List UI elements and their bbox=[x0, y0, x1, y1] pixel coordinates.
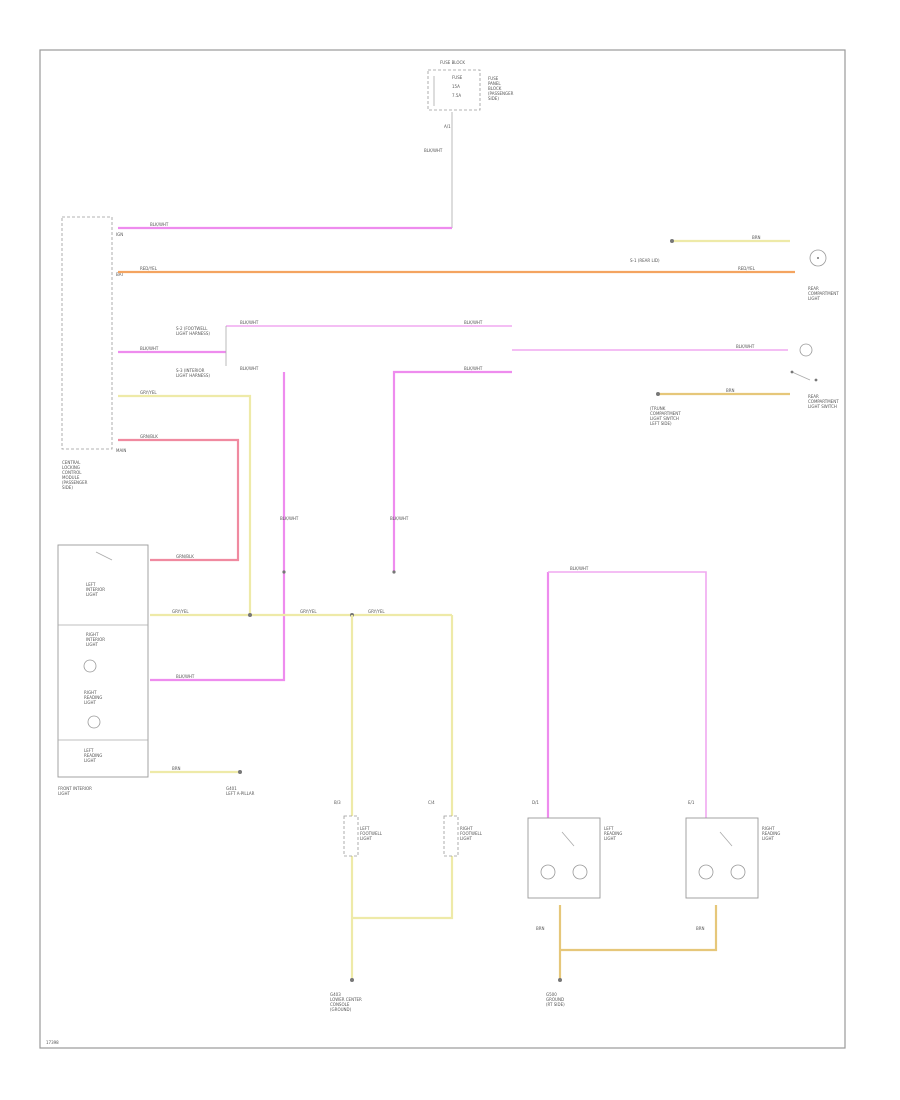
wire-code-brn-2: BRN bbox=[726, 388, 735, 393]
wire-reading-feed-2 bbox=[548, 571, 707, 818]
wire-code-pink-upper-r: BLK/WHT bbox=[464, 320, 483, 325]
wire-yellow-main bbox=[118, 394, 252, 615]
wire-code-reading: BLK/WHT bbox=[570, 566, 589, 571]
fuse-id-label: FUSE bbox=[452, 75, 463, 80]
wire-code-redpink-b: GRN/BLK bbox=[176, 554, 194, 559]
fuse-block-title: FUSE BLOCK bbox=[440, 60, 465, 65]
wire-code-fuse-feed: BLK/WHT bbox=[150, 222, 169, 227]
wire-code-vert-2: BLK/WHT bbox=[464, 366, 483, 371]
wire-code-brn-1: BRN bbox=[752, 235, 761, 240]
wire-code-vert-2b: BLK/WHT bbox=[390, 516, 409, 521]
wire-code-redpink: GRN/BLK bbox=[140, 434, 158, 439]
ground-right-pin-l: BRN bbox=[536, 926, 545, 931]
rear-lamp-2 bbox=[799, 343, 813, 357]
wire-code-bus-2: GRY/YEL bbox=[300, 609, 317, 614]
wire-code-vert-1: BLK/WHT bbox=[240, 366, 259, 371]
module-pin-bat: BAT bbox=[116, 272, 124, 277]
left-footwell-pin: B/3 bbox=[334, 800, 341, 805]
diagram-id: 17398 bbox=[46, 1040, 59, 1045]
fuse-wire-code: BLK/WHT bbox=[424, 148, 443, 153]
splice1-label: S-1 (REAR LID) bbox=[630, 258, 660, 263]
wire-code-orange: RED/YEL bbox=[140, 266, 158, 271]
wire-code-ground-front: BRN bbox=[172, 766, 181, 771]
fuse-amp-label-2: 7.5A bbox=[452, 93, 461, 98]
fuse-pin-label: A/1 bbox=[444, 124, 451, 129]
wire-code-vert-1c: BLK/WHT bbox=[176, 674, 195, 679]
wire-pink-vertical-1 bbox=[150, 372, 286, 682]
wire-footwell-right bbox=[352, 615, 454, 920]
diagram-frame bbox=[39, 49, 846, 1049]
module-pin-ign: IGN bbox=[116, 232, 123, 237]
fuse-amp-label: 15A bbox=[452, 84, 460, 89]
left-reading-pin: D/1 bbox=[532, 800, 539, 805]
wire-code-pink-upper: BLK/WHT bbox=[240, 320, 259, 325]
wire-code-vert-1b: BLK/WHT bbox=[280, 516, 299, 521]
wire-code-bus-1: GRY/YEL bbox=[172, 609, 189, 614]
right-footwell-pin: C/4 bbox=[428, 800, 435, 805]
wire-redpink bbox=[118, 438, 240, 562]
wire-code-bus-3: GRY/YEL bbox=[368, 609, 385, 614]
ground-right-pin-r: BRN bbox=[696, 926, 705, 931]
wire-reading-ground bbox=[558, 905, 718, 980]
wire-code-yellow-1: GRY/YEL bbox=[140, 390, 157, 395]
wire-code-to-lamp: BLK/WHT bbox=[736, 344, 755, 349]
wire-code-module-2: BLK/WHT bbox=[140, 346, 159, 351]
wire-pink-vertical-2 bbox=[392, 370, 512, 572]
module-pin-main: MAIN bbox=[116, 448, 126, 453]
right-reading-pin: E/1 bbox=[688, 800, 695, 805]
wire-code-orange-right: RED/YEL bbox=[738, 266, 756, 271]
